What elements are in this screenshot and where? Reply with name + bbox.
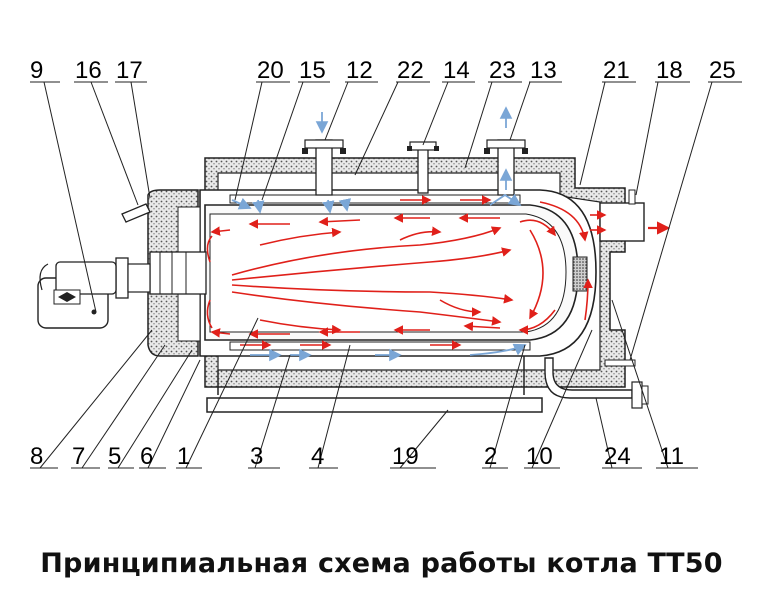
burner-flange: [115, 257, 129, 299]
sight-tube: [121, 203, 151, 223]
label-11: 11: [659, 443, 684, 470]
rear-rod: [604, 359, 636, 367]
label-5: 5: [108, 443, 121, 470]
smoke-tubes-bottom: [229, 341, 531, 351]
label-10: 10: [526, 443, 553, 470]
label-2: 2: [484, 443, 497, 470]
label-7: 7: [72, 443, 85, 470]
label-24: 24: [604, 443, 631, 470]
label-13: 13: [530, 57, 557, 84]
label-3: 3: [250, 443, 263, 470]
label-17: 17: [116, 57, 143, 84]
furnace-inner: [209, 213, 567, 333]
label-18: 18: [656, 57, 683, 84]
label-9: 9: [30, 57, 43, 84]
inlet-nozzle: [302, 139, 346, 196]
label-23: 23: [489, 57, 516, 84]
label-15: 15: [299, 57, 326, 84]
label-16: 16: [75, 57, 102, 84]
water-flow: [231, 106, 527, 362]
boiler-diagram: 9 16 17 20 15 12 22 14 23 13 21 18 25 8 …: [30, 57, 742, 470]
label-25: 25: [709, 57, 736, 84]
label-20: 20: [257, 57, 284, 84]
label-14: 14: [443, 57, 470, 84]
label-22: 22: [397, 57, 424, 84]
burner-tube: [149, 251, 207, 295]
label-8: 8: [30, 443, 43, 470]
label-1: 1: [177, 443, 190, 470]
label-6: 6: [140, 443, 153, 470]
label-21: 21: [603, 57, 630, 84]
diagram-caption: Принципиальная схема работы котла ТТ50: [40, 548, 723, 579]
leader-lines: [30, 81, 742, 469]
flame-flow: [206, 195, 607, 350]
label-12: 12: [346, 57, 373, 84]
safety-nozzle: [407, 141, 439, 194]
flue-outlet: [599, 202, 645, 242]
label-19: 19: [392, 443, 419, 470]
smoke-tubes-top: [229, 194, 521, 204]
rear-inspection-window: [572, 256, 588, 292]
label-4: 4: [311, 443, 324, 470]
base-frame: [206, 397, 543, 413]
